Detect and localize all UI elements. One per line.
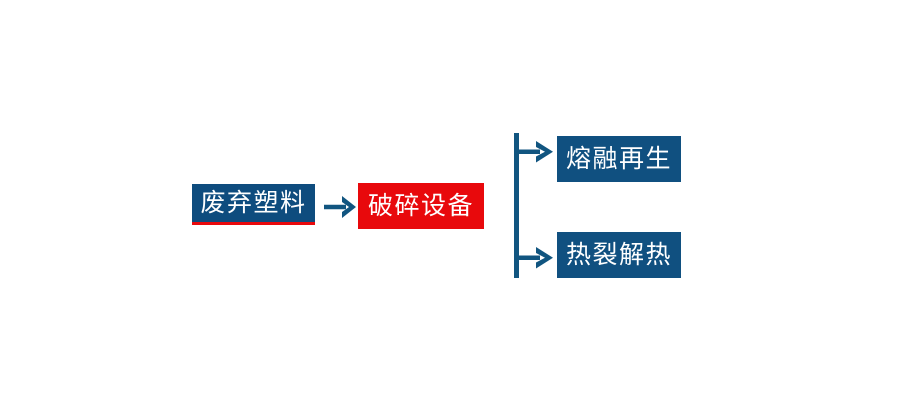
node-crushing-equipment[interactable]: 破碎设备	[358, 183, 484, 229]
node-waste-plastic[interactable]: 废弃塑料	[192, 184, 315, 225]
node-melt-regeneration[interactable]: 熔融再生	[557, 136, 681, 182]
connector-branch-split	[505, 125, 575, 290]
node-pyrolysis-heat[interactable]: 热裂解热	[557, 232, 681, 278]
node-waste-plastic-label: 废弃塑料	[200, 188, 307, 217]
node-pyrolysis-heat-label: 热裂解热	[565, 240, 672, 269]
node-melt-regeneration-label: 熔融再生	[565, 144, 672, 173]
node-crushing-equipment-label: 破碎设备	[367, 191, 474, 220]
arrow-waste-to-crusher	[320, 190, 360, 224]
